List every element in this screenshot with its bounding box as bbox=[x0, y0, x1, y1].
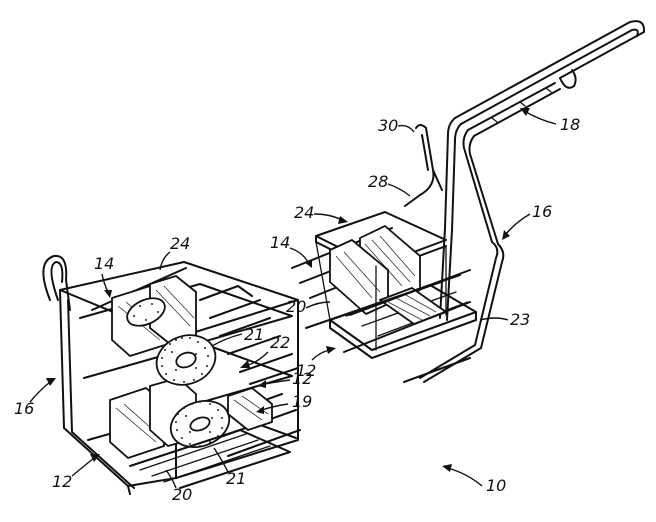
label-28: 28 bbox=[368, 172, 388, 191]
label-10: 10 bbox=[486, 476, 506, 495]
label-21-lower: 21 bbox=[226, 469, 246, 488]
left-basket bbox=[43, 256, 300, 494]
label-23: 23 bbox=[510, 310, 530, 329]
label-12-left-right: 12 bbox=[292, 369, 312, 388]
label-24-right: 24 bbox=[294, 203, 314, 222]
label-21-upper: 21 bbox=[244, 325, 264, 344]
label-20-bottom: 20 bbox=[172, 485, 192, 504]
label-30: 30 bbox=[378, 116, 398, 135]
label-22: 22 bbox=[270, 333, 290, 352]
label-16-left: 16 bbox=[14, 399, 34, 418]
label-18: 18 bbox=[560, 115, 580, 134]
label-24-left: 24 bbox=[170, 234, 190, 253]
label-14-right: 14 bbox=[270, 233, 290, 252]
label-20-right: 20 bbox=[286, 297, 306, 316]
label-19: 19 bbox=[292, 392, 312, 411]
label-16-right: 16 bbox=[532, 202, 552, 221]
label-12-bottom: 12 bbox=[52, 472, 72, 491]
label-14-left: 14 bbox=[94, 254, 114, 273]
